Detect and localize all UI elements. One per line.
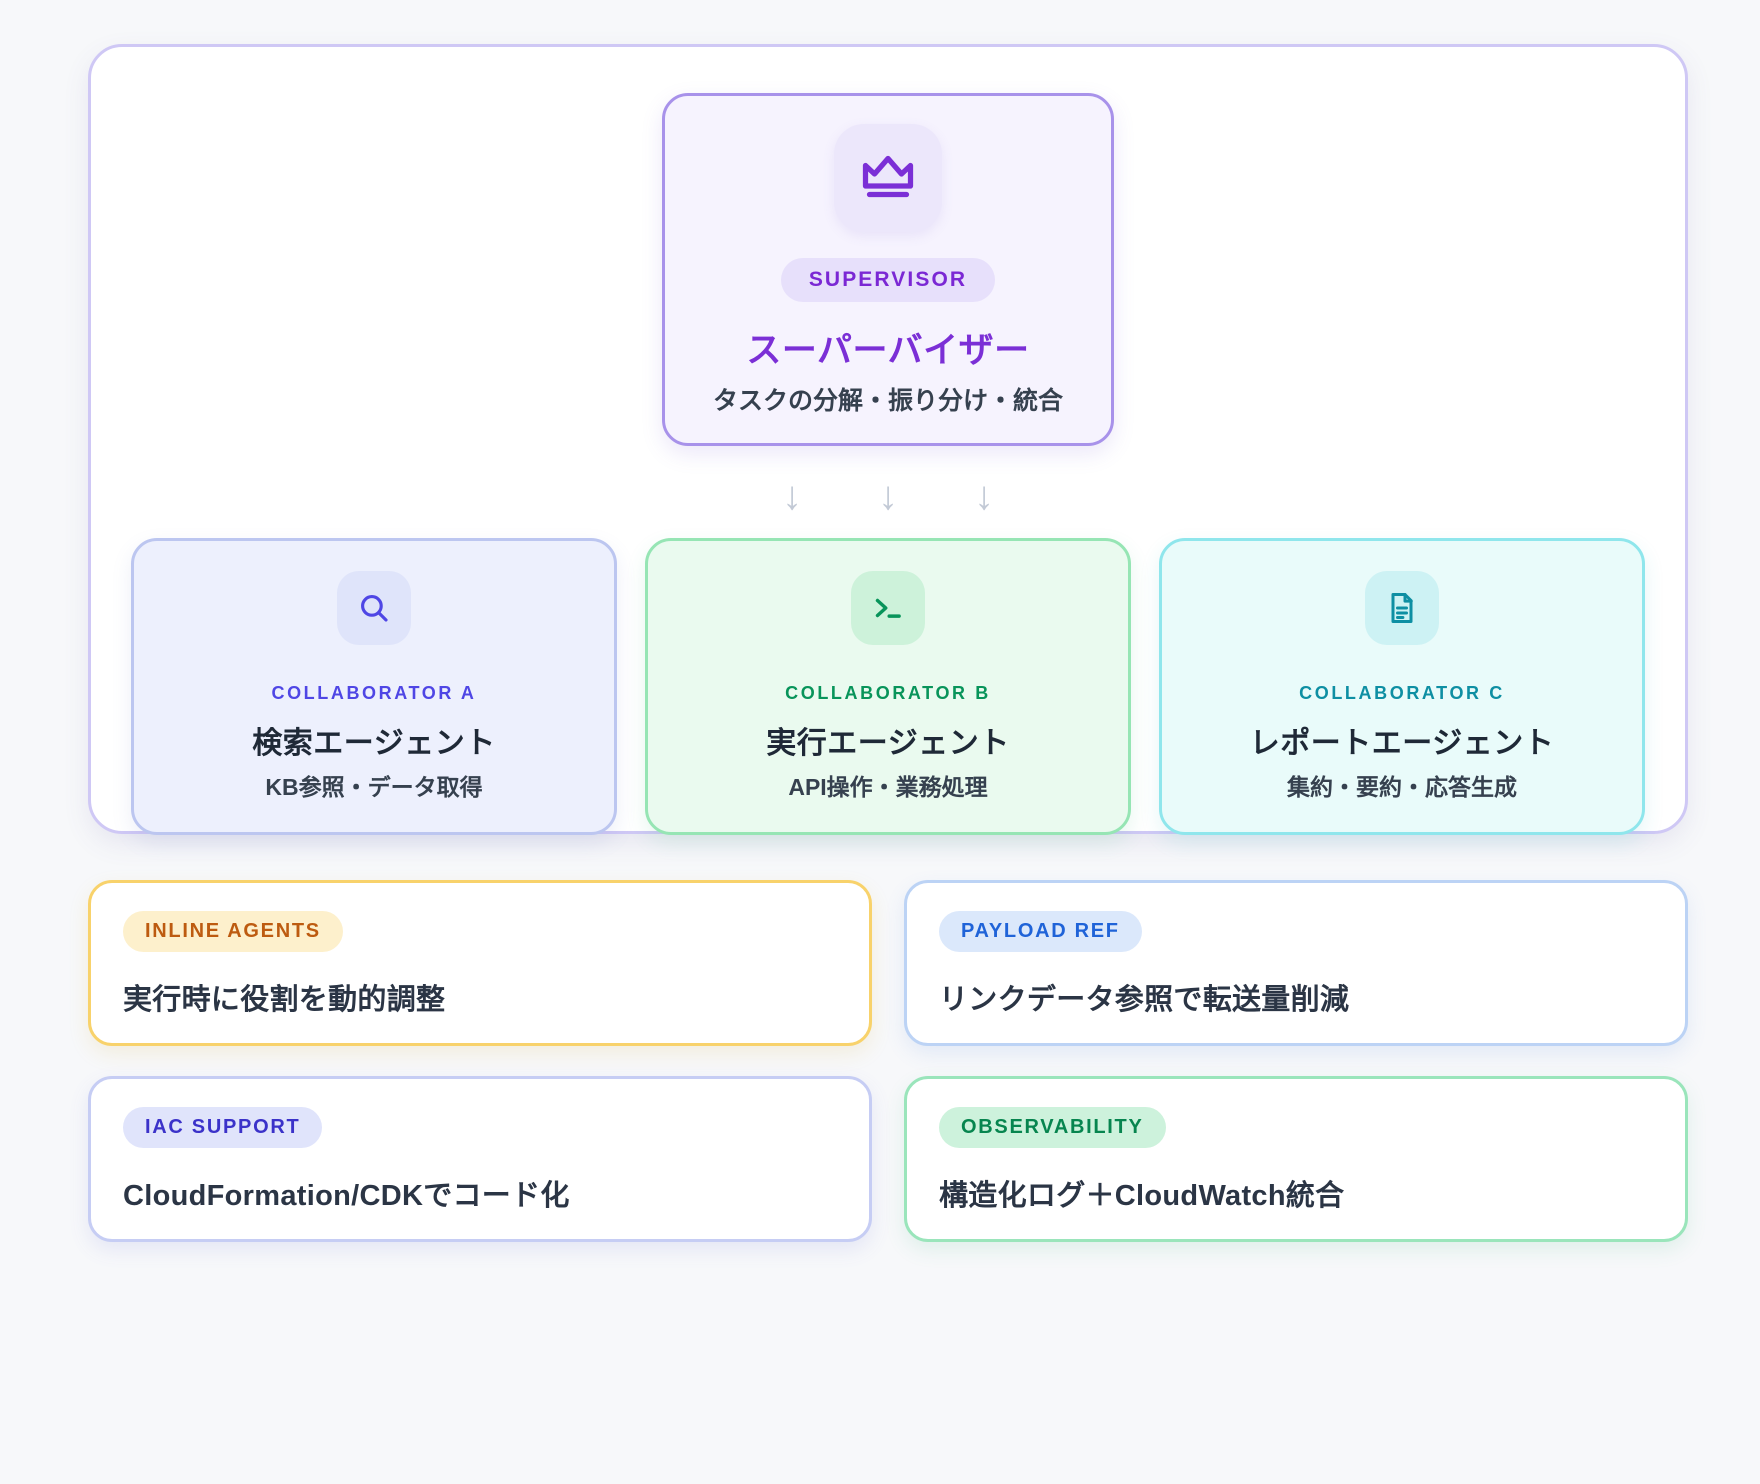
supervisor-title: スーパーバイザー [746, 331, 1030, 370]
supervisor-row: SUPERVISOR スーパーバイザー タスクの分解・振り分け・統合 [131, 93, 1645, 446]
feature-card-iac-support[interactable]: IAC SUPPORT CloudFormation/CDKでコード化 [88, 1076, 872, 1242]
collaborator-b-subtitle: API操作・業務処理 [788, 774, 988, 800]
supervisor-badge: SUPERVISOR [780, 258, 996, 302]
arrow-down-icon: ↓ [878, 474, 898, 518]
supervisor-card[interactable]: SUPERVISOR スーパーバイザー タスクの分解・振り分け・統合 [662, 93, 1114, 446]
crown-icon [834, 124, 942, 232]
collaborator-b-badge: COLLABORATOR B [785, 683, 991, 703]
collaborator-row: COLLABORATOR A 検索エージェント KB参照・データ取得 COLLA… [131, 538, 1645, 835]
collaborator-card-c[interactable]: COLLABORATOR C レポートエージェント 集約・要約・応答生成 [1159, 538, 1645, 835]
feature-text: 構造化ログ＋CloudWatch統合 [939, 1180, 1345, 1212]
feature-card-payload-ref[interactable]: PAYLOAD REF リンクデータ参照で転送量削減 [904, 880, 1688, 1046]
collaborator-c-title: レポートエージェント [1249, 727, 1555, 760]
document-icon [1365, 571, 1439, 645]
supervisor-subtitle: タスクの分解・振り分け・統合 [712, 387, 1063, 415]
collaborator-c-badge: COLLABORATOR C [1299, 683, 1505, 703]
feature-badge: PAYLOAD REF [939, 911, 1142, 952]
collaborator-c-subtitle: 集約・要約・応答生成 [1287, 774, 1517, 800]
feature-badge: IAC SUPPORT [123, 1107, 323, 1148]
collaborator-a-title: 検索エージェント [252, 727, 496, 760]
collaborator-a-subtitle: KB参照・データ取得 [265, 774, 483, 800]
feature-text: リンクデータ参照で転送量削減 [939, 984, 1350, 1016]
terminal-icon [851, 571, 925, 645]
feature-card-observability[interactable]: OBSERVABILITY 構造化ログ＋CloudWatch統合 [904, 1076, 1688, 1242]
feature-text: 実行時に役割を動的調整 [123, 984, 446, 1016]
search-icon [337, 571, 411, 645]
feature-badge: INLINE AGENTS [123, 911, 343, 952]
agent-hierarchy-panel: SUPERVISOR スーパーバイザー タスクの分解・振り分け・統合 ↓ ↓ ↓… [88, 44, 1688, 835]
collaborator-b-title: 実行エージェント [766, 727, 1010, 760]
flow-arrows: ↓ ↓ ↓ [131, 476, 1645, 516]
feature-grid: INLINE AGENTS 実行時に役割を動的調整 PAYLOAD REF リン… [88, 880, 1688, 1242]
collaborator-a-badge: COLLABORATOR A [271, 683, 477, 703]
arrow-down-icon: ↓ [782, 474, 802, 518]
feature-badge: OBSERVABILITY [939, 1107, 1166, 1148]
feature-card-inline-agents[interactable]: INLINE AGENTS 実行時に役割を動的調整 [88, 880, 872, 1046]
collaborator-card-a[interactable]: COLLABORATOR A 検索エージェント KB参照・データ取得 [131, 538, 617, 835]
arrow-down-icon: ↓ [974, 474, 994, 518]
collaborator-card-b[interactable]: COLLABORATOR B 実行エージェント API操作・業務処理 [645, 538, 1131, 835]
feature-text: CloudFormation/CDKでコード化 [123, 1180, 570, 1212]
